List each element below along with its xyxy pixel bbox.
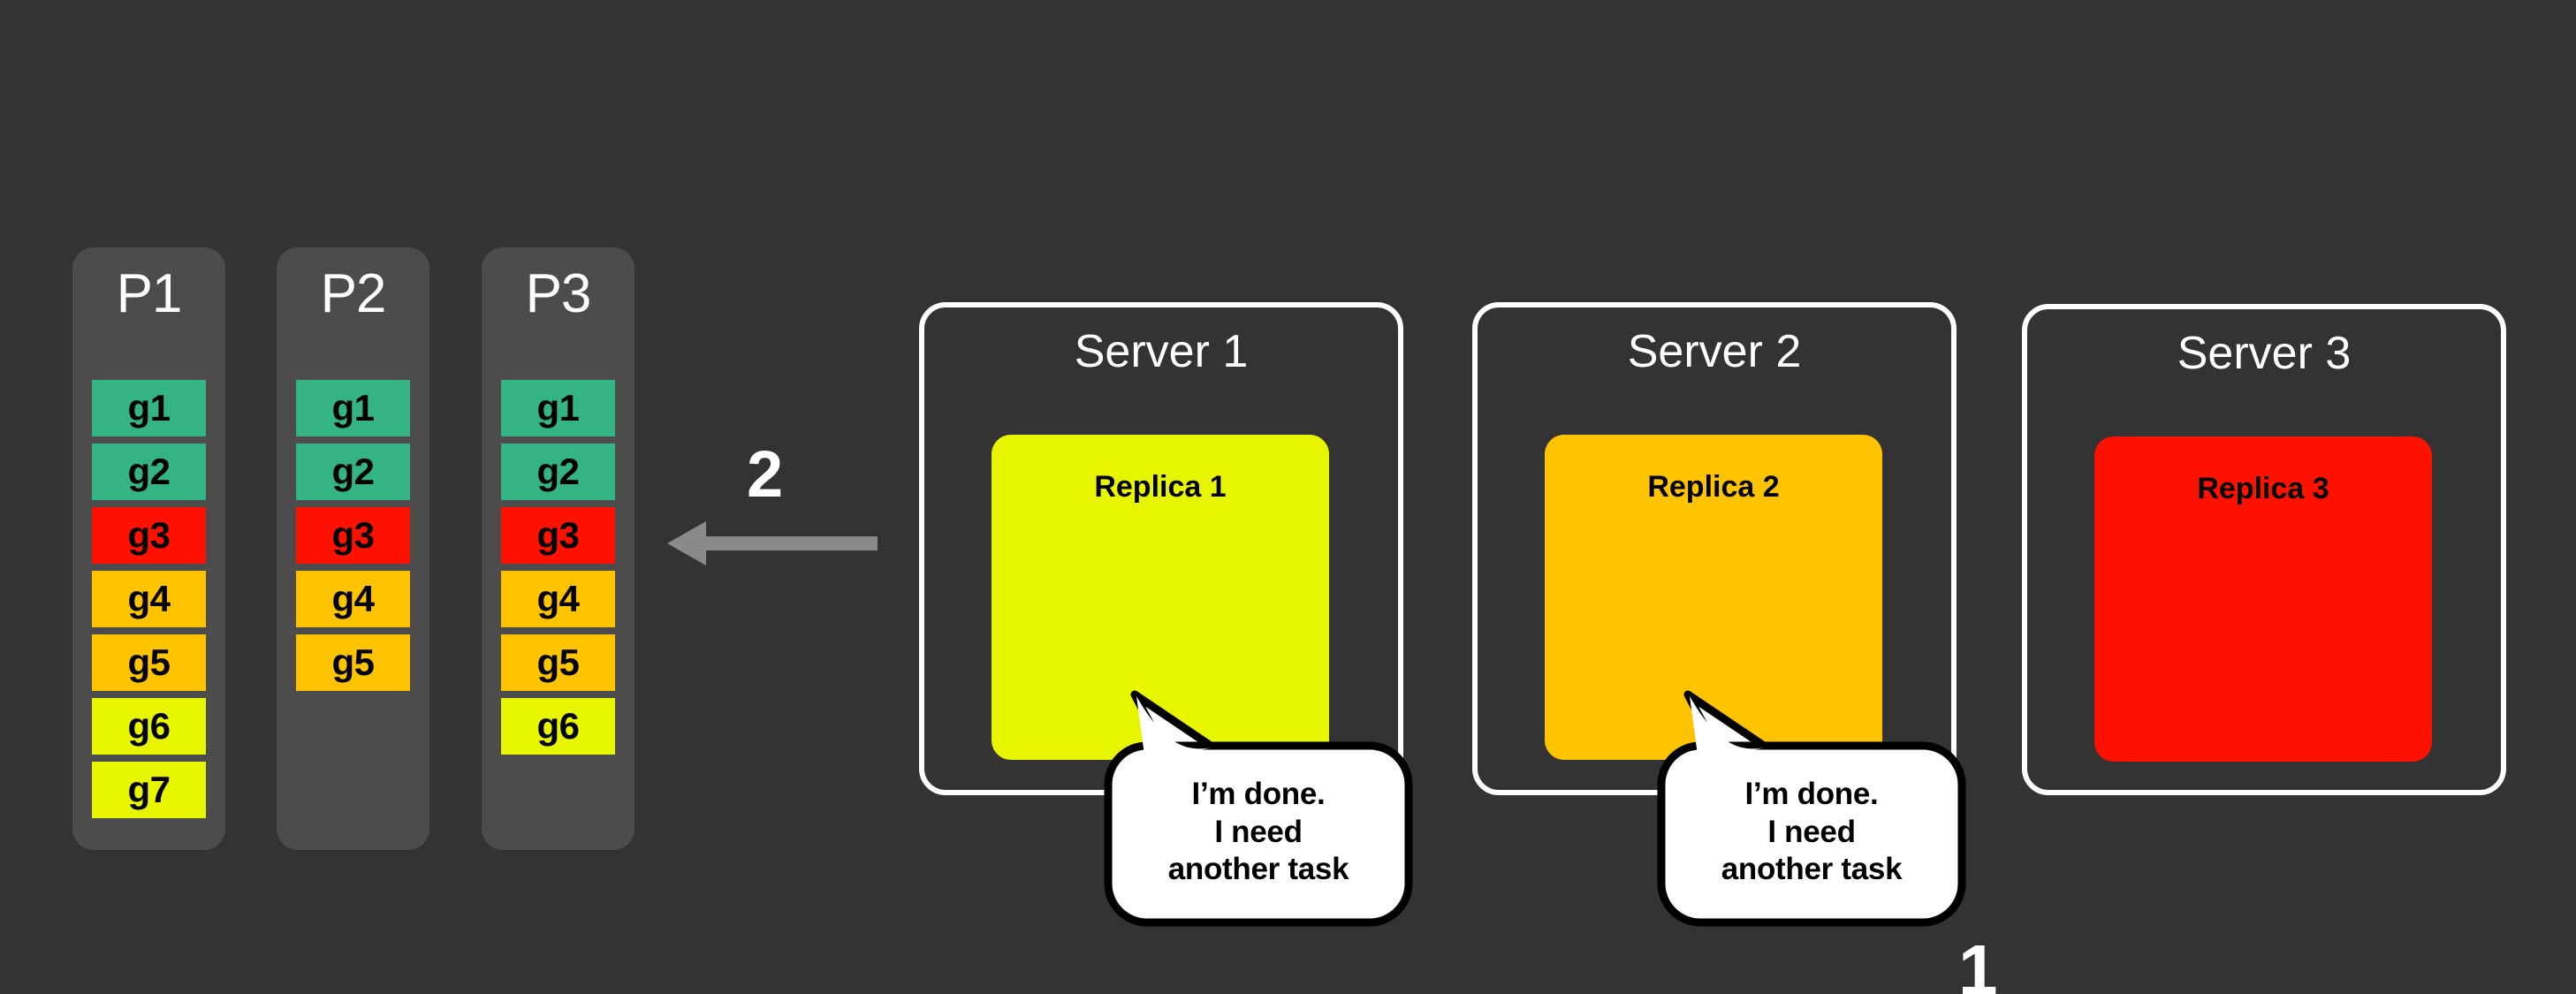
server-3-title: Server 3	[2177, 328, 2352, 379]
partition-p2-title: P2	[320, 263, 387, 324]
replica-2-label: Replica 2	[1647, 470, 1780, 504]
speech-bubble-server-2[interactable]: I’m done. I need another task	[1653, 687, 1971, 979]
partition-p2-chip-stack: g1 g2 g3 g4 g5	[296, 380, 410, 698]
task-chip[interactable]: g5	[296, 634, 410, 691]
step-1-label: 1	[1958, 930, 1998, 994]
task-chip[interactable]: g4	[296, 571, 410, 627]
partition-p3[interactable]: P3 g1 g2 g3 g4 g5 g6	[482, 247, 635, 850]
task-chip[interactable]: g4	[501, 571, 615, 627]
partition-p1-title: P1	[116, 263, 183, 324]
server-1-title: Server 1	[1074, 326, 1249, 377]
task-chip[interactable]: g3	[501, 507, 615, 564]
task-chip[interactable]: g1	[92, 380, 206, 436]
speech-bubble-shape	[1657, 690, 1966, 927]
server-2-title: Server 2	[1627, 326, 1802, 377]
task-chip[interactable]: g4	[92, 571, 206, 627]
task-chip[interactable]: g2	[501, 444, 615, 500]
server-3-box[interactable]: Server 3	[2022, 304, 2506, 795]
partition-p1-chip-stack: g1 g2 g3 g4 g5 g6 g7	[92, 380, 206, 825]
arrow-p3-left	[667, 512, 879, 574]
task-chip[interactable]: g5	[501, 634, 615, 691]
task-chip[interactable]: g1	[296, 380, 410, 436]
speech-bubble-shape	[1104, 690, 1413, 927]
replica-3-label: Replica 3	[2197, 472, 2329, 505]
task-chip[interactable]: g6	[501, 698, 615, 755]
arrow-step-2-label: 2	[747, 437, 784, 511]
task-chip[interactable]: g6	[92, 698, 206, 755]
task-chip[interactable]: g1	[501, 380, 615, 436]
task-chip[interactable]: g5	[92, 634, 206, 691]
speech-bubble-server-1-text: I’m done. I need another task	[1167, 777, 1349, 887]
task-chip[interactable]: g3	[296, 507, 410, 564]
replica-2-box[interactable]: Replica 2	[1545, 435, 1882, 760]
replica-3-box[interactable]: Replica 3	[2094, 436, 2432, 762]
replica-1-label: Replica 1	[1094, 470, 1227, 504]
task-chip[interactable]: g2	[296, 444, 410, 500]
partition-p2[interactable]: P2 g1 g2 g3 g4 g5	[277, 247, 429, 850]
partition-p3-chip-stack: g1 g2 g3 g4 g5 g6	[501, 380, 615, 762]
speech-bubble-server-1[interactable]: I’m done. I need another task	[1099, 687, 1417, 979]
task-chip[interactable]: g2	[92, 444, 206, 500]
speech-bubble-server-2-text: I’m done. I need another task	[1721, 777, 1903, 887]
partition-p3-title: P3	[525, 263, 592, 324]
replica-1-box[interactable]: Replica 1	[992, 435, 1329, 760]
task-chip[interactable]: g3	[92, 507, 206, 564]
partition-p1[interactable]: P1 g1 g2 g3 g4 g5 g6 g7	[72, 247, 225, 850]
task-chip[interactable]: g7	[92, 762, 206, 818]
left-arrow-icon	[667, 521, 878, 565]
